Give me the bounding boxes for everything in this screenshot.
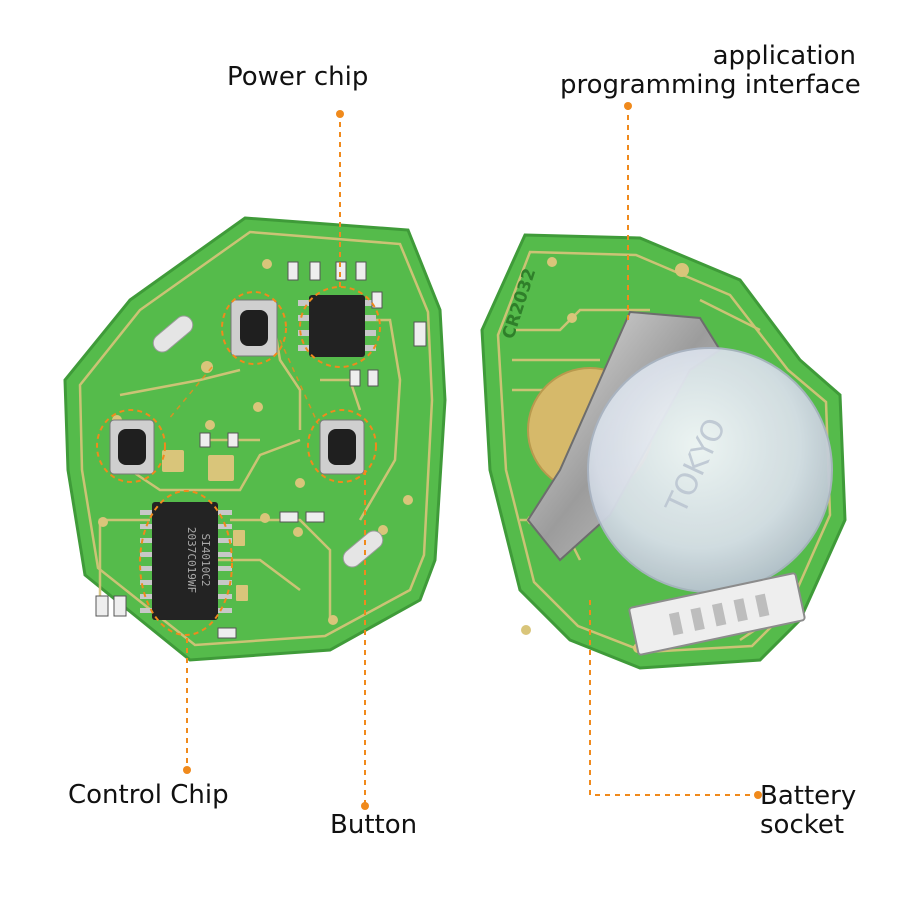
control-chip: SI4010C2 2037C019WF (140, 502, 232, 620)
label-api-line1: application (712, 41, 856, 71)
api-connector (628, 572, 806, 656)
right-pcb-board: TOKYO CR2032 (480, 233, 847, 670)
label-battery-line2: socket (760, 810, 845, 840)
label-battery-block: Battery socket (760, 782, 857, 840)
power-chip (298, 295, 376, 357)
label-api-block: application programming interface (560, 41, 861, 100)
label-control-chip: Control Chip (68, 780, 229, 810)
left-pcb-board: SI4010C2 2037C019WF (63, 216, 447, 662)
control-chip-line1: SI4010C2 (199, 534, 212, 587)
label-battery-line1: Battery (760, 781, 857, 811)
leader-lines (186, 105, 758, 805)
label-power-chip: Power chip (227, 62, 369, 92)
label-api-line2: programming interface (560, 70, 861, 100)
control-chip-line2: 2037C019WF (185, 527, 198, 593)
button-right (319, 419, 365, 475)
label-button: Button (330, 810, 418, 840)
button-top (230, 299, 278, 357)
button-left (109, 419, 155, 475)
